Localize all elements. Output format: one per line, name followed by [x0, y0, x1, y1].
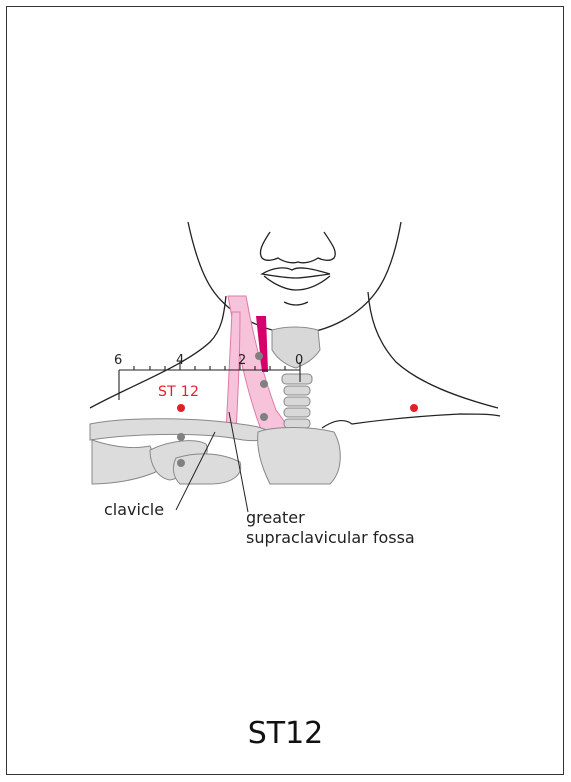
ruler-tick-0: 0 — [295, 353, 303, 368]
ruler-tick-6: 6 — [114, 353, 122, 368]
larynx-trachea — [272, 327, 320, 428]
st12-point-label: ST 12 — [158, 384, 199, 400]
clavicle-bones — [90, 419, 340, 484]
measurement-ruler — [119, 362, 300, 400]
figure-caption: ST12 — [0, 716, 571, 751]
fossa-label-line-1: greater — [246, 508, 415, 528]
clavicle-label: clavicle — [104, 500, 164, 520]
right-clavicle-line — [322, 414, 500, 428]
ruler-tick-4: 4 — [176, 353, 184, 368]
fossa-label-line-2: supraclavicular fossa — [246, 528, 415, 548]
st12-point-left — [177, 404, 185, 412]
ruler-tick-2: 2 — [238, 353, 246, 368]
face-outline — [188, 222, 401, 334]
supraclavicular-fossa-label: greater supraclavicular fossa — [246, 508, 415, 548]
st12-point-right — [410, 404, 418, 412]
sternocleidomastoid-muscle — [226, 296, 292, 432]
ruler-tick-labels: 6 4 2 0 — [114, 353, 303, 368]
